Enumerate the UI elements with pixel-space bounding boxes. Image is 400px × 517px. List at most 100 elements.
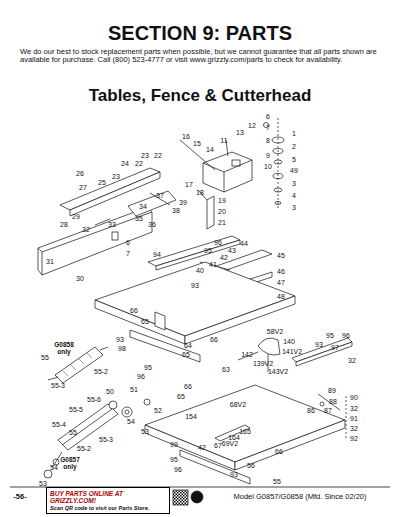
callout-number: 66 [210,336,218,344]
callout-number: 36 [148,221,156,229]
intro-note: We do our best to stock replacement part… [20,48,380,65]
callout-number: 96 [342,332,350,340]
callout-number: 38 [172,207,180,215]
callout-number: 94 [153,251,161,259]
callout-number: 32 [350,425,358,433]
callout-number: 95 [170,456,178,464]
callout-number: 87 [324,407,332,415]
callout-number: 89 [328,387,336,395]
callout-number: 63 [222,366,230,374]
callout-number: 58V2 [267,328,283,336]
callout-number: 18 [196,189,204,197]
model-note: G0858 only [49,341,79,355]
callout-number: 93 [191,282,199,290]
callout-number: 51 [130,386,138,394]
callout-number: 6 [126,239,130,247]
callout-number: 44 [240,240,248,248]
callout-number: 7 [266,124,270,132]
callout-number: 26 [76,170,84,178]
callout-number: 56 [247,462,255,470]
callout-number: 55-4 [52,421,66,429]
callout-number: 49 [290,167,298,175]
cutterhead-g0858 [48,347,108,383]
callout-number: 22 [154,152,162,160]
callout-number: 66 [184,383,192,391]
callout-number: 10 [264,163,272,171]
callout-number: 143V2 [268,368,288,376]
callout-number: 164 [228,434,240,442]
callout-number: 42 [198,444,206,452]
callout-number: 55 [69,429,77,437]
store-heading: BUY PARTS ONLINE AT GRIZZLY.COM! [50,490,166,505]
section-title: SECTION 9: PARTS [0,22,400,44]
outfeed-table [145,385,346,484]
callout-number: 90 [350,394,358,402]
callout-number: 99 [170,441,178,449]
infeed-table [95,262,295,362]
callout-number: 52 [154,407,162,415]
callout-number: 16 [182,133,190,141]
callout-number: 66 [275,448,283,456]
callout-number: 96 [214,239,222,247]
callout-number: 55 [41,354,49,362]
callout-number: 95 [144,364,152,372]
callout-number: 39 [179,199,187,207]
model-footer: Model G0857/G0858 (Mfd. Since 02/20) [234,493,367,501]
callout-number: 7 [126,250,130,258]
callout-number: 22 [135,160,143,168]
callout-number: 23 [112,173,120,181]
callout-number: 93 [230,471,238,479]
callout-number: 32 [82,226,90,234]
callout-number: 27 [79,184,87,192]
callout-number: 66 [130,307,138,315]
callout-number: 88 [329,398,337,406]
callout-number: 55-2 [94,368,108,376]
callout-number: 50 [106,388,114,396]
knob-stack [264,118,285,210]
callout-number: 43 [228,247,236,255]
callout-number: 24 [121,160,129,168]
callout-number: 55-3 [99,436,113,444]
callout-number: 8 [266,137,270,145]
callout-number: 23 [141,152,149,160]
callout-number: 9 [266,152,270,160]
page-number: -56- [13,493,26,501]
callout-number: 95 [326,332,334,340]
callout-number: 48 [277,293,285,301]
callout-number: 96 [174,466,182,474]
callout-number: 93 [315,341,323,349]
callout-number: 45 [277,252,285,260]
callout-number: 55-3 [51,382,65,390]
callout-number: 55-2 [77,445,91,453]
callout-number: 67 [214,442,222,450]
callout-number: 165 [239,428,251,436]
callout-number: 91 [350,415,358,423]
switch-box [180,140,252,192]
callout-number: 141V2 [282,348,302,356]
callout-number: 140 [283,338,295,346]
callout-number: 37 [156,192,164,200]
callout-number: 34 [139,203,147,211]
callout-number: 86 [307,407,315,415]
grizzly-logo [191,491,203,503]
callout-number: 30 [76,275,84,283]
callout-number: 5 [292,156,296,164]
callout-number: 65 [141,318,149,326]
callout-number: 42 [220,254,228,262]
callout-number: 95 [204,247,212,255]
callout-number: 3 [292,180,296,188]
callout-number: 139V2 [253,360,273,368]
callout-number: 55-5 [69,406,83,414]
callout-number: 92 [350,435,358,443]
callout-number: 32 [350,405,358,413]
callout-number: 29 [72,213,80,221]
callout-number: 54 [127,418,135,426]
callout-number: 98 [118,345,126,353]
callout-number: 55 [273,478,281,486]
callout-number: 46 [277,268,285,276]
callout-number: 19 [218,197,226,205]
store-note: Scan QR code to visit our Parts Store. [50,505,166,511]
callout-number: 93 [116,336,124,344]
callout-number: 47 [277,279,285,287]
section-subtitle: Tables, Fence & Cutterhead [89,87,312,106]
